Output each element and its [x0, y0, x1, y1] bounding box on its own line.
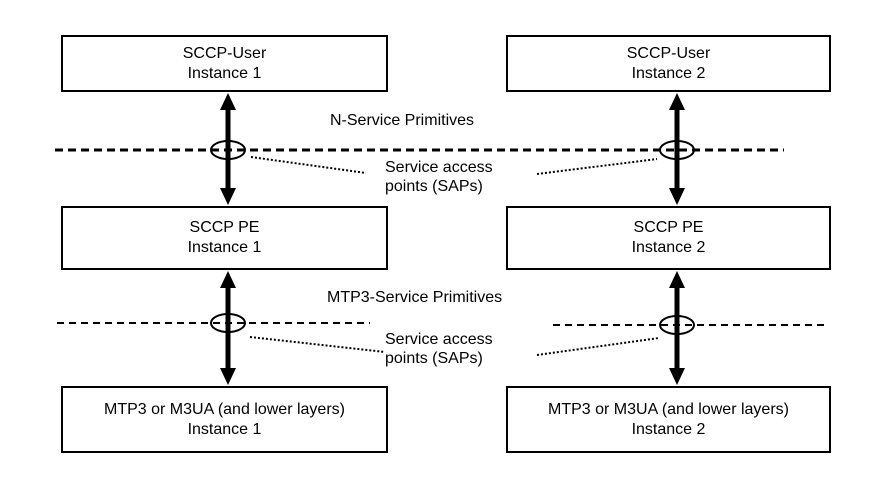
double-arrow-icon-pe-mtp3-2	[669, 271, 685, 385]
leader-line-bottom-right	[536, 337, 660, 356]
label-sap-top-line1: Service access	[385, 159, 493, 176]
double-arrow-icon-sccp-user-pe-1	[220, 93, 236, 205]
sap-ellipse-icon-top-left	[210, 140, 246, 160]
leader-line-top-right	[536, 158, 658, 175]
label-sap-top: Service access points (SAPs)	[385, 158, 493, 196]
box-label-line: SCCP PE	[189, 219, 260, 236]
box-label-line: Instance 2	[631, 239, 706, 256]
box-label-line: SCCP-User	[182, 44, 267, 62]
label-sap-bottom-line2: points (SAPs)	[385, 350, 483, 367]
label-sap-bottom-line1: Service access	[385, 331, 493, 348]
box-label-line: Instance 2	[631, 420, 706, 438]
double-arrow-icon-sccp-user-pe-2	[669, 93, 685, 205]
box-label-line: SCCP PE	[633, 219, 704, 236]
sap-ellipse-icon-bottom-right	[659, 315, 695, 335]
sap-ellipse-icon-bottom-left	[210, 313, 246, 333]
leader-line-top-left	[250, 156, 367, 174]
double-arrow-icon-pe-mtp3-1	[220, 271, 236, 385]
label-n-service-primitives: N-Service Primitives	[330, 112, 475, 129]
label-sap-top-line2: points (SAPs)	[385, 178, 483, 195]
box-sccp-pe-instance-2: SCCP PE Instance 2	[506, 206, 831, 270]
box-label-line: Instance 2	[631, 64, 706, 82]
box-sccp-user-instance-1: SCCP-User Instance 1	[61, 35, 388, 92]
box-sccp-user-instance-2: SCCP-User Instance 2	[506, 35, 831, 92]
box-mtp3-instance-1: MTP3 or M3UA (and lower layers) Instance…	[61, 386, 388, 453]
box-label-line: MTP3 or M3UA (and lower layers)	[548, 400, 789, 418]
box-sccp-pe-instance-1: SCCP PE Instance 1	[61, 206, 388, 270]
box-label-line: MTP3 or M3UA (and lower layers)	[104, 400, 345, 418]
box-label-line: Instance 1	[187, 420, 262, 438]
box-mtp3-instance-2: MTP3 or M3UA (and lower layers) Instance…	[506, 386, 831, 453]
box-label-line: SCCP-User	[626, 44, 711, 62]
label-sap-bottom: Service access points (SAPs)	[385, 330, 493, 368]
box-label-line: Instance 1	[187, 239, 262, 256]
sap-ellipse-icon-top-right	[659, 140, 695, 160]
label-mtp3-service-primitives: MTP3-Service Primitives	[327, 289, 503, 306]
leader-line-bottom-left	[249, 336, 386, 353]
box-label-line: Instance 1	[187, 64, 262, 82]
